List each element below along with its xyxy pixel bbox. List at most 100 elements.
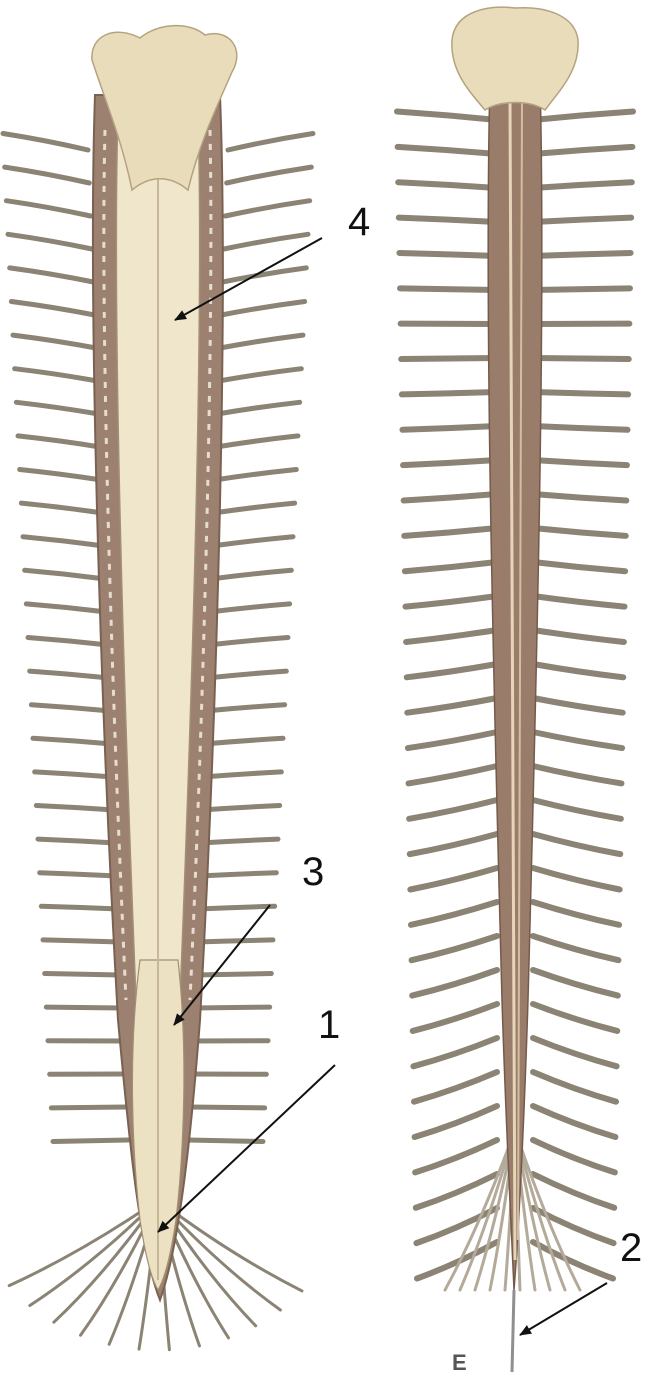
nerve-root-right-l21 [410, 834, 497, 854]
nerve-root-left-r20 [201, 806, 279, 811]
right-filum-terminale [512, 1290, 514, 1372]
nerve-root-left-l7 [15, 369, 98, 381]
nerve-root-left-l22 [40, 873, 118, 876]
nerve-root-right-l13 [405, 562, 497, 571]
nerve-root-left-l24 [43, 940, 120, 942]
nerve-root-right-r31 [533, 1174, 614, 1208]
nerve-root-left-r11 [213, 503, 294, 513]
nerve-root-left-l13 [25, 570, 106, 579]
nerve-root-right-l24 [412, 936, 497, 960]
nerve-root-right-l18 [408, 732, 497, 748]
nerve-root-left-l21 [38, 839, 116, 843]
nerve-root-right-r11 [533, 494, 626, 501]
nerve-root-left-r29 [189, 1107, 264, 1108]
nerve-root-right-l5 [400, 288, 497, 290]
nerve-root-left-l29 [51, 1107, 126, 1108]
nerve-root-right-r15 [533, 630, 624, 642]
nerve-root-right-r0 [533, 112, 633, 121]
nerve-root-right-l30 [415, 1140, 497, 1172]
nerve-root-right-r8 [533, 392, 628, 394]
nerve-root-left-r0 [228, 134, 313, 151]
corner-letter: E [452, 1352, 467, 1374]
label-2: 2 [620, 1228, 642, 1268]
nerve-root-right-r29 [533, 1106, 615, 1137]
nerve-root-left-r15 [208, 638, 288, 646]
nerve-root-left-l6 [13, 335, 96, 348]
nerve-root-right-r20 [533, 800, 621, 819]
nerve-root-left-r25 [195, 974, 272, 976]
nerve-root-left-r14 [209, 604, 289, 612]
nerve-root-right-r24 [533, 936, 618, 960]
nerve-root-left-l17 [31, 705, 110, 711]
nerve-root-left-r19 [203, 772, 282, 777]
label-1: 1 [318, 1005, 340, 1045]
nerve-root-right-l28 [414, 1072, 497, 1102]
nerve-root-right-l19 [409, 766, 497, 783]
nerve-root-right-l9 [402, 426, 497, 430]
nerve-root-left-l18 [33, 738, 112, 744]
nerve-root-left-r13 [211, 570, 292, 579]
nerve-root-left-r23 [197, 906, 274, 909]
nerve-root-right-r7 [533, 358, 629, 359]
nerve-root-left-r24 [196, 940, 273, 942]
nerve-root-left-l23 [41, 906, 118, 909]
nerve-root-left-l20 [36, 806, 114, 811]
nerve-root-right-l29 [415, 1106, 497, 1137]
nerve-root-right-r13 [533, 562, 625, 571]
nerve-root-left-r18 [204, 738, 283, 744]
nerve-root-right-r19 [533, 766, 621, 783]
spinal-cord-right-figure [397, 7, 633, 1372]
label-4: 4 [348, 202, 370, 242]
nerve-root-right-l0 [397, 112, 497, 121]
nerve-root-right-r12 [533, 528, 626, 536]
nerve-root-right-l17 [407, 698, 497, 713]
spinal-cord-left-figure [3, 26, 313, 1350]
nerve-root-left-r26 [193, 1007, 269, 1008]
nerve-root-right-l7 [401, 358, 497, 359]
nerve-root-right-r9 [533, 426, 628, 430]
nerve-root-right-l16 [407, 664, 497, 677]
nerve-root-right-l11 [404, 494, 497, 501]
nerve-root-right-l2 [398, 182, 497, 188]
nerve-root-right-r22 [533, 868, 620, 890]
nerve-root-right-l1 [398, 147, 497, 154]
nerve-root-left-r17 [205, 705, 284, 711]
nerve-root-right-r26 [533, 1004, 617, 1031]
nerve-root-right-l4 [399, 253, 497, 256]
nerve-root-right-l31 [416, 1174, 497, 1208]
nerve-root-left-r6 [220, 335, 303, 348]
nerve-root-left-l25 [45, 974, 122, 976]
nerve-root-right-r14 [533, 596, 625, 607]
nerve-root-right-r3 [533, 218, 631, 222]
nerve-root-right-l22 [410, 868, 497, 890]
nerve-root-right-r28 [533, 1072, 616, 1102]
nerve-root-right-r5 [533, 288, 630, 290]
nerve-root-left-l12 [23, 537, 104, 546]
cauda-equina-left-1 [30, 1200, 158, 1306]
nerve-root-left-l15 [28, 638, 108, 646]
nerve-root-right-l15 [406, 630, 497, 642]
right-brainstem [452, 7, 578, 110]
nerve-root-right-r18 [533, 732, 622, 748]
nerve-root-right-r2 [533, 182, 632, 188]
nerve-root-left-r22 [199, 873, 277, 876]
nerve-root-left-r5 [221, 302, 304, 316]
nerve-root-right-r16 [533, 664, 623, 677]
nerve-root-right-r25 [533, 970, 618, 996]
nerve-root-right-r21 [533, 834, 620, 854]
nerve-root-left-l1 [5, 167, 90, 183]
nerve-root-left-l10 [20, 470, 102, 481]
nerve-root-left-r21 [200, 839, 278, 843]
nerve-root-right-r17 [533, 698, 623, 713]
nerve-root-left-l4 [10, 268, 94, 282]
nerve-root-left-l11 [21, 503, 102, 513]
nerve-root-right-r1 [533, 147, 632, 154]
arrow-2 [520, 1283, 607, 1335]
nerve-root-right-l20 [409, 800, 497, 819]
nerve-root-left-r10 [215, 470, 297, 481]
nerve-root-left-l26 [46, 1007, 122, 1008]
nerve-root-left-r7 [219, 369, 302, 381]
nerve-root-left-l30 [53, 1140, 128, 1142]
nerve-root-right-r23 [533, 902, 619, 925]
